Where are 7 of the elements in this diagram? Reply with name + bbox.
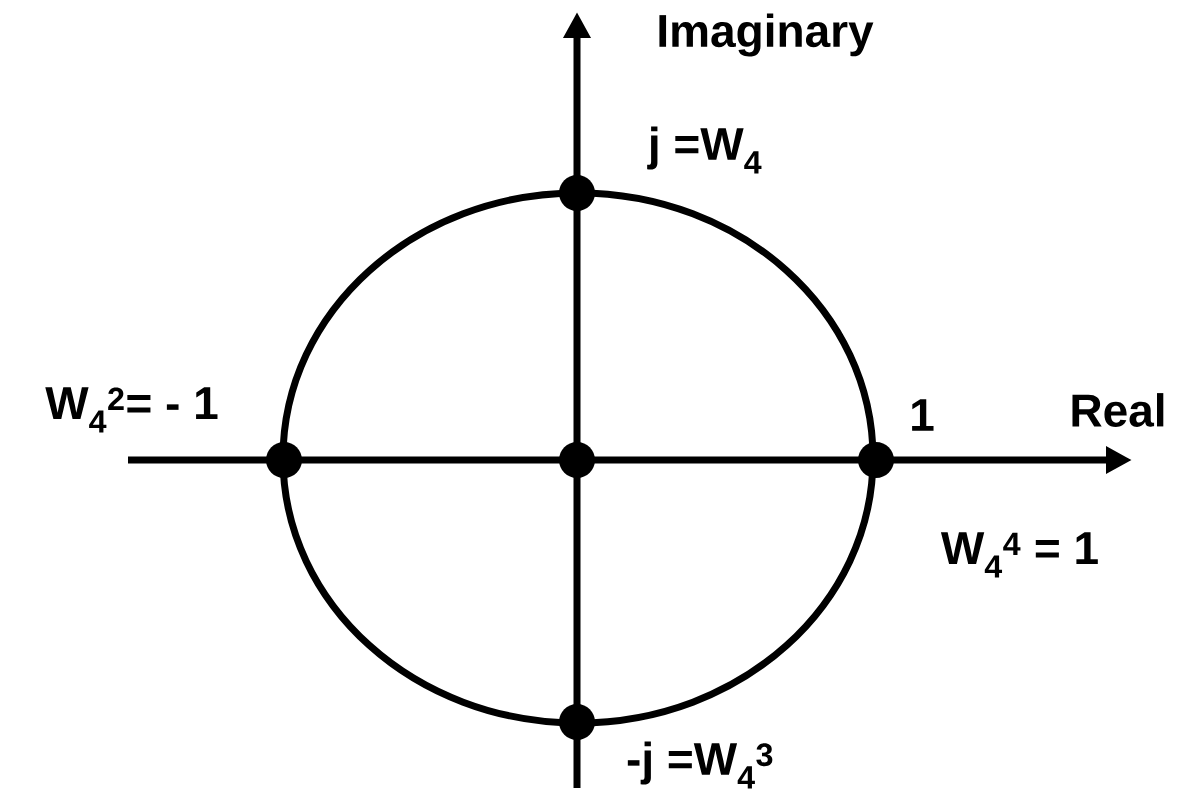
axis-label: W$_{4}$$^{2}$= - 1 bbox=[45, 387, 218, 433]
axis-label: 1 bbox=[912, 399, 934, 431]
axis-label: -j =W$_{4}$3 bbox=[627, 741, 773, 789]
axis-label: j =W$_{4}$ bbox=[647, 126, 762, 174]
axis-label: Real bbox=[1072, 393, 1164, 427]
axis-label: W$_{4}$$^{4}$ = 1 bbox=[940, 532, 1098, 578]
axis-label: Imaginary bbox=[659, 13, 874, 57]
